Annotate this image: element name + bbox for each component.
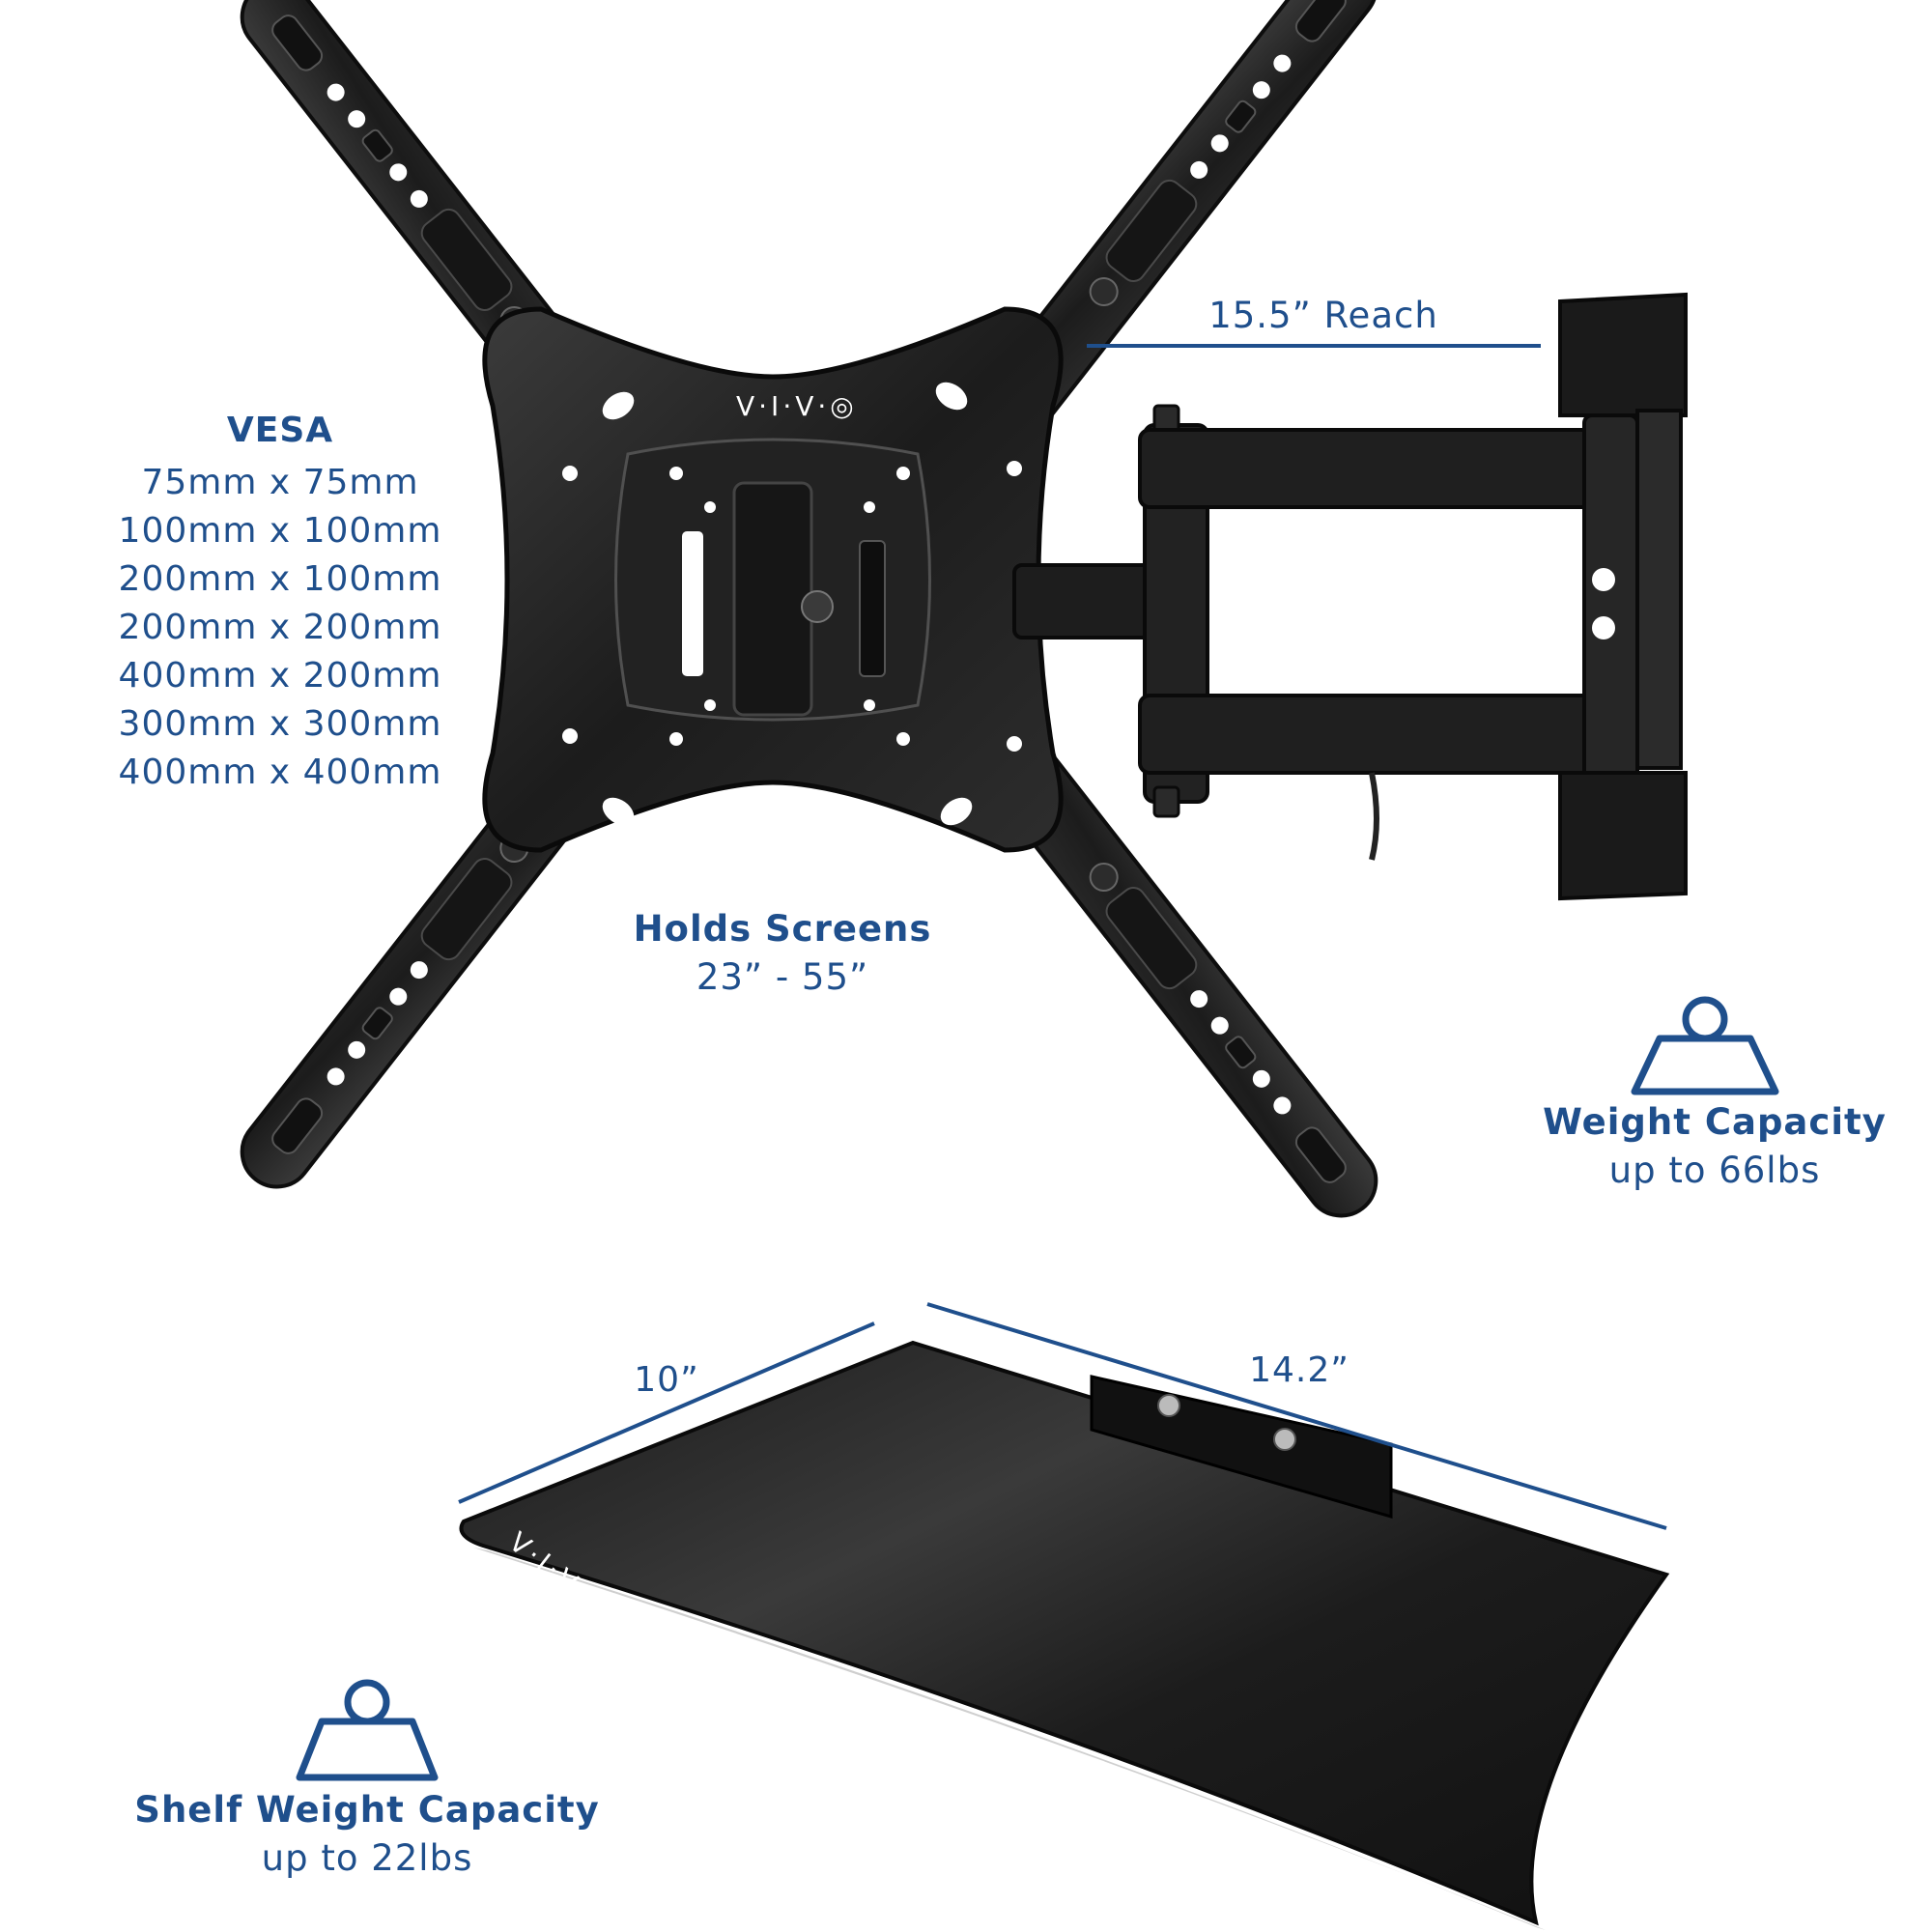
shelf-weight-title: Shelf Weight Capacity bbox=[134, 1789, 600, 1831]
weight-icon bbox=[1631, 996, 1779, 1095]
reach-label: 15.5” Reach bbox=[1208, 295, 1438, 336]
vesa-size: 400mm x 400mm bbox=[118, 753, 442, 792]
vesa-size: 300mm x 300mm bbox=[118, 704, 442, 744]
shelf-width-line bbox=[926, 1302, 1667, 1530]
weight-capacity-value: up to 66lbs bbox=[1608, 1150, 1821, 1191]
wall-plate bbox=[1558, 292, 1688, 901]
vesa-size: 400mm x 200mm bbox=[118, 656, 442, 696]
vesa-size: 200mm x 100mm bbox=[118, 559, 442, 599]
vesa-title: VESA bbox=[226, 411, 334, 450]
shelf-depth-line bbox=[458, 1321, 875, 1504]
vesa-size-list: 75mm x 75mm 100mm x 100mm 200mm x 100mm … bbox=[106, 459, 454, 797]
shelf-width-label: 14.2” bbox=[1249, 1350, 1350, 1390]
weight-capacity-title: Weight Capacity bbox=[1543, 1101, 1887, 1143]
vesa-size: 75mm x 75mm bbox=[141, 463, 419, 502]
vesa-size: 100mm x 100mm bbox=[118, 511, 442, 551]
vesa-size: 200mm x 200mm bbox=[118, 608, 442, 647]
screen-size-range: 23” - 55” bbox=[696, 956, 869, 998]
shelf-weight-icon bbox=[296, 1679, 439, 1781]
shelf-depth-label: 10” bbox=[634, 1360, 699, 1400]
articulating-arm bbox=[1012, 404, 1639, 861]
shelf-weight-value: up to 22lbs bbox=[261, 1837, 473, 1879]
mount-plate bbox=[482, 306, 1064, 853]
holds-screens-title: Holds Screens bbox=[633, 908, 932, 950]
mount-logo: V·I·V·◎ bbox=[736, 390, 858, 422]
glass-shelf: V·I·V·◎ bbox=[459, 1340, 1670, 1930]
